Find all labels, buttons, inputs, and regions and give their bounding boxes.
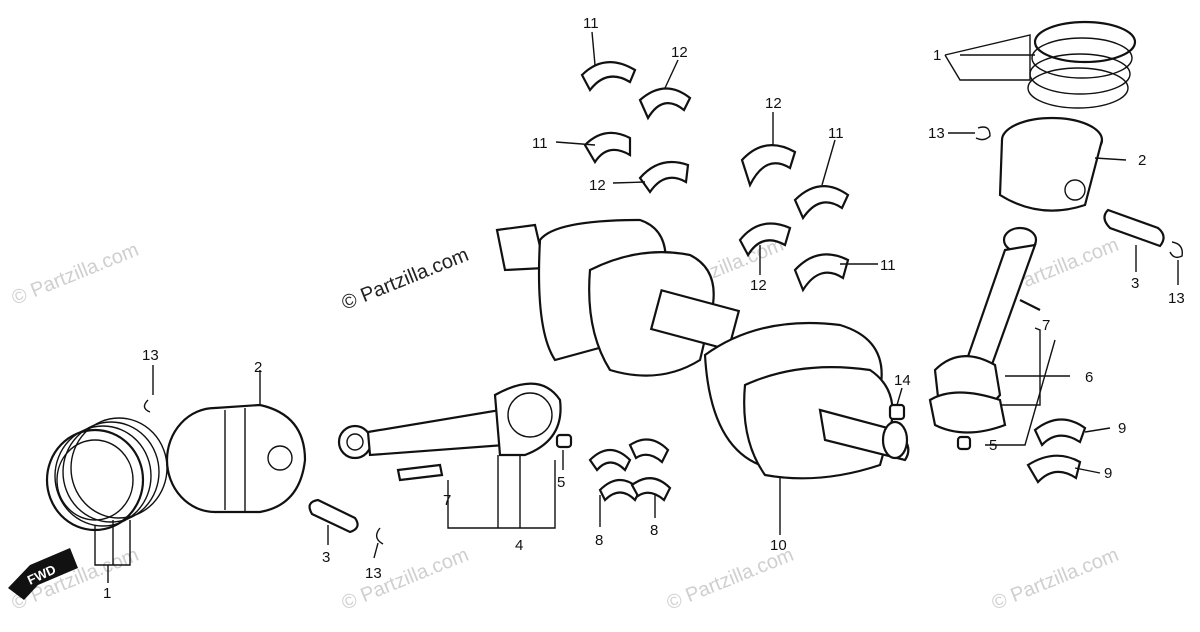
callout-12-a: 12 <box>671 44 688 61</box>
callout-labels: 1 2 13 3 13 7 4 5 8 8 10 14 11 12 11 12 … <box>103 15 1185 602</box>
callout-13-left-top: 13 <box>142 347 159 364</box>
callout-11-d: 11 <box>880 257 896 274</box>
callout-2-left: 2 <box>254 359 262 376</box>
callout-13-left-bottom: 13 <box>365 565 382 582</box>
callout-11-b: 11 <box>532 135 548 152</box>
callout-9-a: 9 <box>1118 420 1126 437</box>
callout-12-c: 12 <box>765 95 782 112</box>
leader-lines <box>94 31 1179 583</box>
left-circlips <box>143 399 384 545</box>
callout-12-d: 12 <box>750 277 767 294</box>
bearings-8 <box>588 438 672 502</box>
left-piston-rings <box>45 417 168 532</box>
left-bolt-and-nut <box>396 433 573 482</box>
watermark-bottom-center-left: © Partzilla.com <box>339 544 472 615</box>
callout-9-b: 9 <box>1104 465 1112 482</box>
right-connecting-rod <box>928 226 1041 451</box>
callout-8-b: 8 <box>650 522 658 539</box>
callout-2-right: 2 <box>1138 152 1146 169</box>
right-piston-pin <box>1103 208 1165 248</box>
right-circlip-top <box>975 126 991 141</box>
callout-10: 10 <box>770 537 787 554</box>
fwd-arrow: FWD <box>8 548 78 600</box>
right-piston-rings <box>1027 20 1137 109</box>
callout-7-left: 7 <box>443 492 451 509</box>
callout-7-right: 7 <box>1042 317 1050 334</box>
callout-6: 6 <box>1085 369 1093 386</box>
watermark-bottom-right: © Partzilla.com <box>989 544 1122 615</box>
callout-1-right: 1 <box>933 47 941 64</box>
callout-12-b: 12 <box>589 177 606 194</box>
bearings-9 <box>1026 418 1087 484</box>
callout-11-a: 11 <box>583 15 599 32</box>
left-piston-pin <box>308 498 359 534</box>
callout-8-a: 8 <box>595 532 603 549</box>
bearing-14 <box>888 403 906 421</box>
watermark-bottom-center: © Partzilla.com <box>664 544 797 615</box>
callout-13-right-top: 13 <box>928 125 945 142</box>
callout-3-left: 3 <box>322 549 330 566</box>
left-connecting-rod <box>337 382 562 460</box>
upper-bearings <box>580 61 850 293</box>
callout-3-right: 3 <box>1131 275 1139 292</box>
callout-13-right-bottom: 13 <box>1168 290 1185 307</box>
callout-1-left: 1 <box>103 585 111 602</box>
callout-5-right: 5 <box>989 437 997 454</box>
crankshaft <box>495 218 910 480</box>
watermark-left: © Partzilla.com <box>9 239 142 310</box>
callout-14: 14 <box>894 372 911 389</box>
callout-11-c: 11 <box>828 125 844 142</box>
left-piston <box>165 403 307 514</box>
watermark-center: © Partzilla.com <box>339 244 472 315</box>
right-circlip-bottom <box>1169 241 1183 259</box>
callout-4: 4 <box>515 537 523 554</box>
right-piston <box>998 116 1104 212</box>
callout-5-left: 5 <box>557 474 565 491</box>
